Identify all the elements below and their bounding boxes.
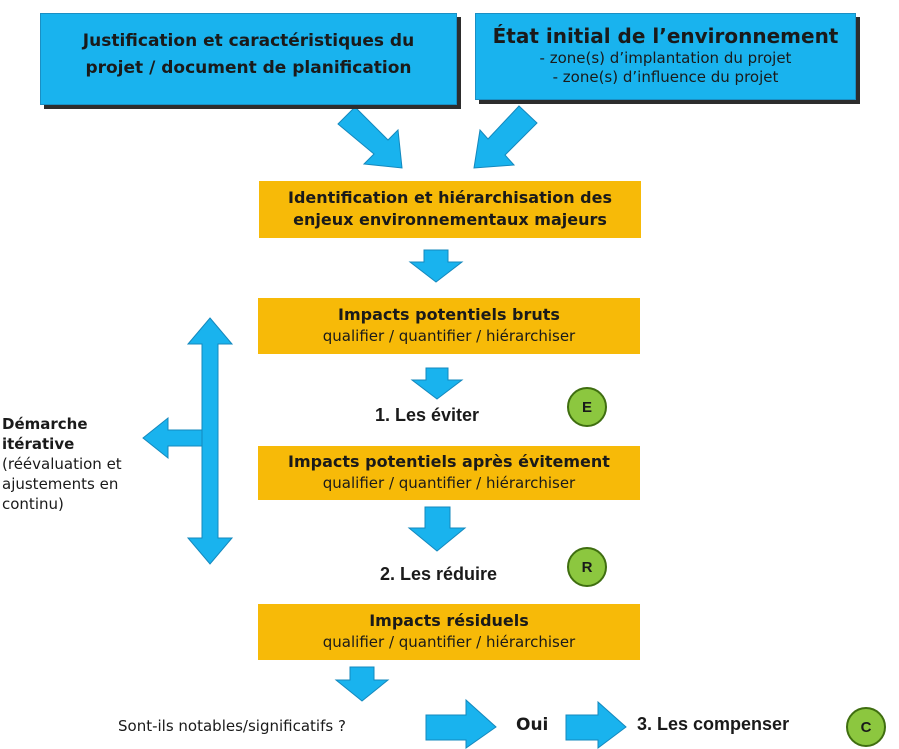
identification-line2: enjeux environnementaux majeurs: [293, 210, 607, 229]
step-eviter: 1. Les éviter: [375, 405, 480, 425]
impacts-bruts-box: Impacts potentiels bruts qualifier / qua…: [258, 298, 640, 354]
side-line4: ajustements en: [2, 475, 119, 493]
identification-box: Identification et hiérarchisation des en…: [259, 181, 641, 238]
oui-text: Oui: [516, 715, 549, 735]
impacts-bruts-sub: qualifier / quantifier / hiérarchiser: [322, 327, 576, 345]
impacts-apres-sub: qualifier / quantifier / hiérarchiser: [322, 474, 576, 492]
side-line3: (réévaluation et: [2, 455, 122, 473]
badge-c: C: [846, 707, 886, 747]
arrow-right-oui: [425, 698, 497, 749]
arrow-diagonal-left: [337, 106, 403, 169]
justification-line2: projet / document de planification: [85, 58, 412, 78]
impacts-apres-title: Impacts potentiels après évitement: [288, 452, 610, 471]
arrow-right-compenser: [565, 700, 627, 749]
etat-initial-line1: - zone(s) d’implantation du projet: [539, 49, 792, 67]
badge-e: E: [567, 387, 607, 427]
step-compenser: 3. Les compenser: [637, 714, 790, 734]
question-text: Sont-ils notables/significatifs ?: [118, 717, 346, 735]
badge-r: R: [567, 547, 607, 587]
arrow-down-4: [334, 666, 390, 702]
etat-initial-title: État initial de l’environnement: [492, 24, 839, 48]
arrow-iterative-left: [142, 416, 203, 460]
impacts-bruts-title: Impacts potentiels bruts: [338, 305, 560, 324]
impacts-residuels-title: Impacts résiduels: [369, 611, 529, 630]
side-line1: Démarche: [2, 415, 88, 433]
side-line2: itérative: [2, 435, 75, 453]
demarche-iterative-text: Démarche itérative (réévaluation et ajus…: [2, 414, 152, 514]
impacts-residuels-box: Impacts résiduels qualifier / quantifier…: [258, 604, 640, 660]
identification-line1: Identification et hiérarchisation des: [288, 188, 612, 207]
step-reduire: 2. Les réduire: [380, 564, 498, 584]
arrow-down-3: [407, 506, 467, 552]
side-line5: continu): [2, 495, 64, 513]
etat-initial-line2: - zone(s) d’influence du projet: [552, 68, 779, 86]
impacts-apres-box: Impacts potentiels après évitement quali…: [258, 446, 640, 500]
justification-box: Justification et caractéristiques du pro…: [40, 13, 457, 105]
etat-initial-box: État initial de l’environnement - zone(s…: [475, 13, 856, 100]
arrow-diagonal-right: [473, 105, 538, 169]
arrow-iterative-vertical: [186, 317, 234, 565]
arrow-down-2: [410, 367, 464, 400]
impacts-residuels-sub: qualifier / quantifier / hiérarchiser: [322, 633, 576, 651]
justification-line1: Justification et caractéristiques du: [82, 31, 415, 51]
arrow-down-1: [408, 249, 464, 283]
